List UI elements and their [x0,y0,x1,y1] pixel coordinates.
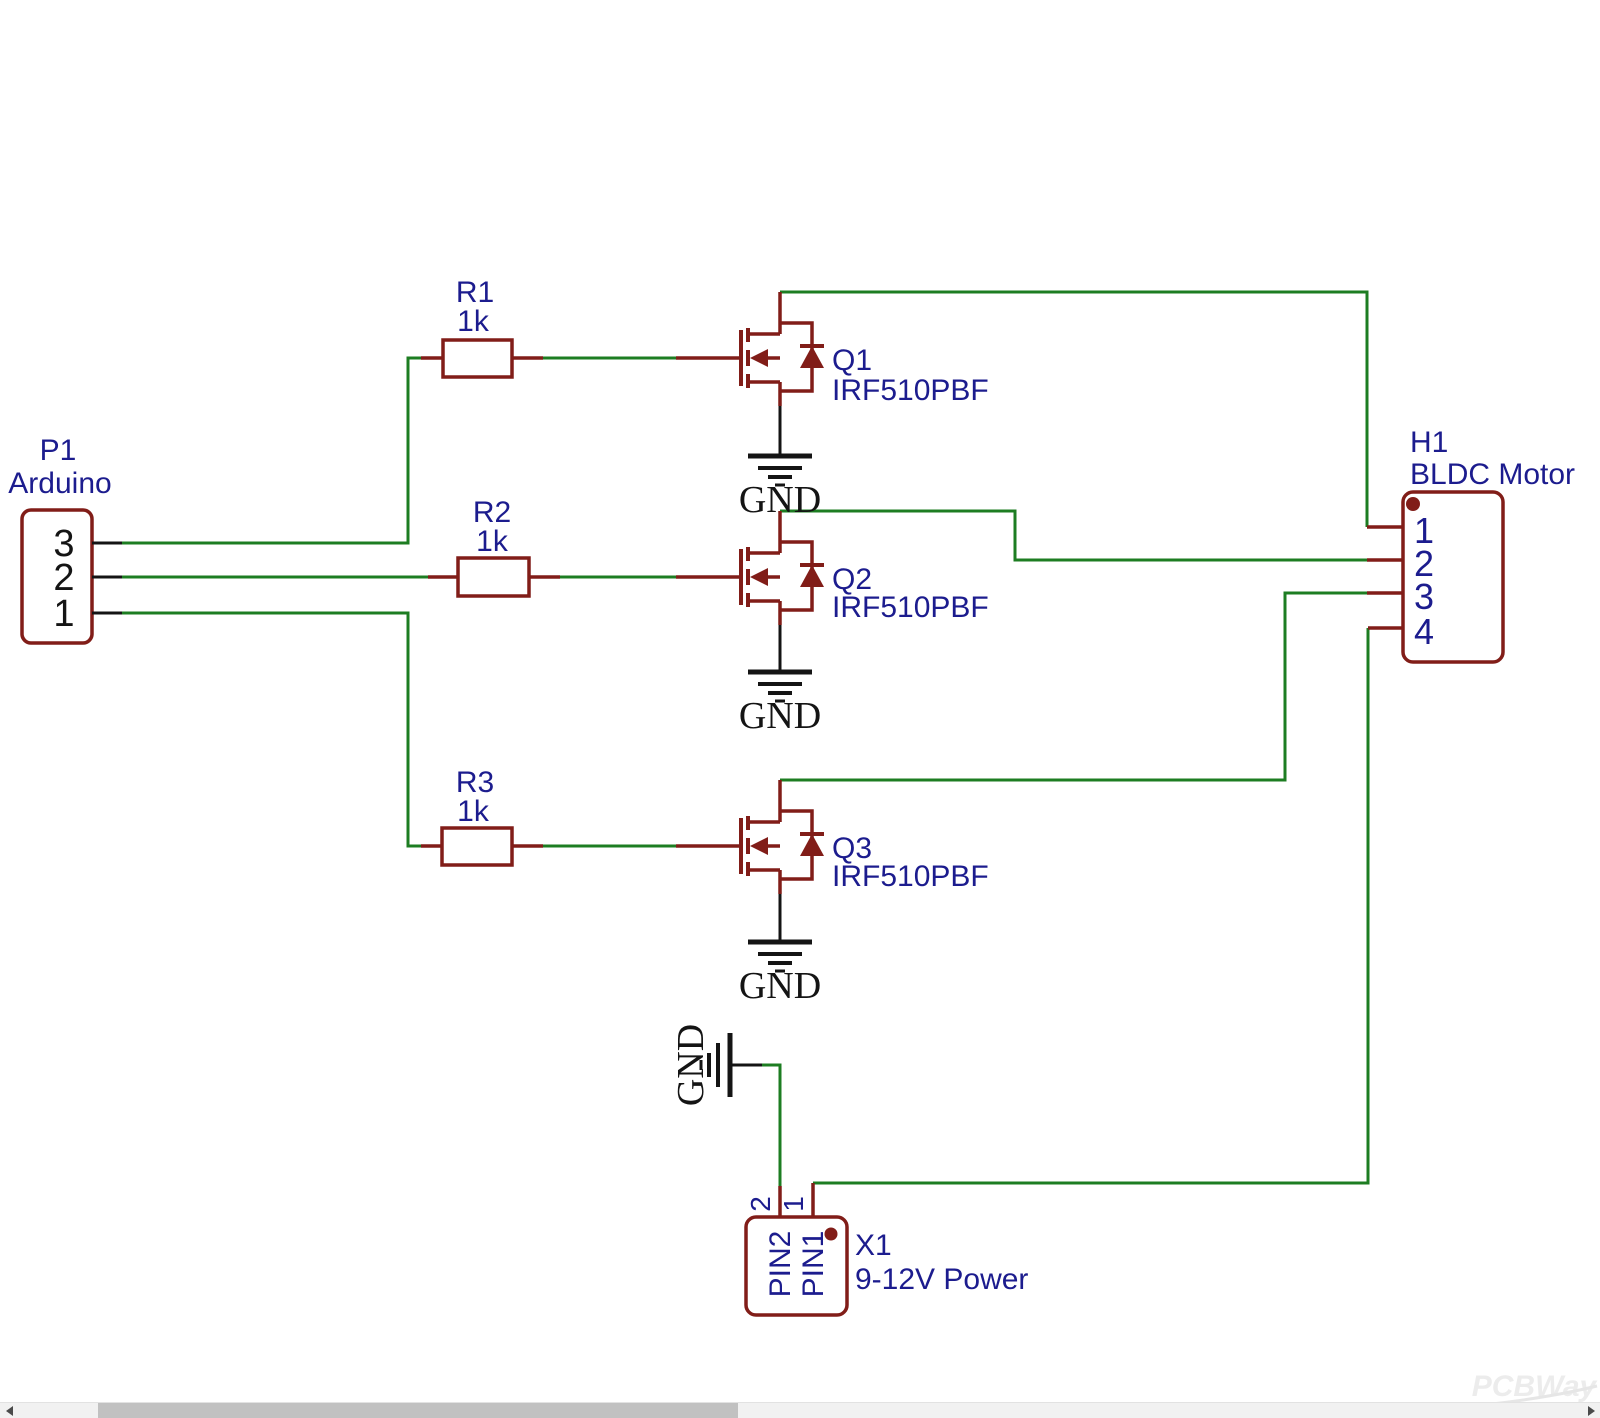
h1-pin1-number: 1 [1414,510,1434,551]
r1-body[interactable] [441,338,514,379]
x1-pin2-number: 2 [745,1196,776,1212]
p1-value-label: Arduino [8,467,111,500]
resistor-r2[interactable]: R2 1k [428,496,560,598]
wires [122,290,1370,1186]
p1-pin2-number: 2 [53,557,74,599]
wire-q3drain-h1pin3[interactable] [780,591,1367,782]
mosfet-q2-symbol[interactable] [674,509,826,627]
mosfet-q1[interactable]: Q1 IRF510PBF [674,290,989,455]
gnd-symbol-power[interactable]: GND [670,1024,762,1106]
horizontal-scrollbar-thumb[interactable] [98,1403,738,1418]
connector-x1[interactable]: 2 1 PIN2 PIN1 X1 9-12V Power [744,1183,1028,1317]
q2-ref-label: Q2 [832,563,872,596]
gnd-label-q2: GND [739,695,821,737]
wire-h1pin4-x1pin1[interactable] [813,628,1370,1185]
q3-ref-label: Q3 [832,832,872,865]
wire-p1pin3-r1[interactable] [122,356,423,545]
x1-pin1-name: PIN1 [797,1231,830,1298]
x1-pin1-marker [824,1227,838,1241]
mosfet-q1-symbol[interactable] [674,290,826,408]
x1-body[interactable] [744,1215,849,1317]
mosfet-q3-symbol[interactable] [674,778,826,896]
h1-ref-label: H1 [1410,426,1448,459]
wire-q1drain-h1pin1[interactable] [780,290,1369,527]
r2-body[interactable] [456,556,531,598]
p1-ref-label: P1 [40,434,77,467]
h1-pin2-number: 2 [1414,543,1434,584]
connector-h1[interactable]: H1 BLDC Motor 1 2 3 4 [1367,426,1575,664]
mosfet-q3[interactable]: Q3 IRF510PBF [674,778,989,941]
q3-part-label: IRF510PBF [832,860,989,893]
r3-value-label: 1k [457,795,490,828]
h1-pin1-marker [1406,497,1420,511]
resistor-r1[interactable]: R1 1k [421,276,543,379]
h1-value-label: BLDC Motor [1410,458,1575,491]
gnd-label-q3: GND [739,965,821,1007]
gnd-symbol-q3[interactable]: GND [739,942,821,1007]
wire-q2drain-h1pin2[interactable] [780,509,1367,562]
scroll-left-arrow-icon[interactable] [6,1406,13,1416]
r3-body[interactable] [440,826,514,867]
h1-pin3-number: 3 [1414,576,1434,617]
resistor-r3[interactable]: R3 1k [421,766,543,867]
r2-value-label: 1k [476,525,509,558]
r2-ref-label: R2 [473,496,511,529]
gnd-symbol-q2[interactable]: GND [739,672,821,737]
r1-ref-label: R1 [456,276,494,309]
connector-p1[interactable]: P1 Arduino 3 2 1 [8,434,122,645]
x1-value-label: 9-12V Power [855,1263,1028,1296]
p1-pin1-number: 1 [53,593,74,635]
p1-pin3-number: 3 [53,523,74,565]
r1-value-label: 1k [457,305,490,338]
q1-part-label: IRF510PBF [832,374,989,407]
scroll-right-arrow-icon[interactable] [1588,1406,1595,1416]
h1-body[interactable] [1401,490,1505,664]
wire-p1pin1-r3[interactable] [122,611,423,848]
gnd-label-power: GND [670,1024,712,1106]
horizontal-scrollbar[interactable] [0,1402,1600,1418]
h1-pin4-number: 4 [1414,611,1434,652]
q1-ref-label: Q1 [832,344,872,377]
mosfet-q2[interactable]: Q2 IRF510PBF [674,509,989,671]
wire-x1pin2-gnd[interactable] [762,1063,782,1186]
q2-part-label: IRF510PBF [832,591,989,624]
x1-ref-label: X1 [855,1229,892,1262]
x1-pin1-number: 1 [778,1196,809,1212]
r3-ref-label: R3 [456,766,494,799]
x1-pin2-name: PIN2 [764,1231,797,1298]
